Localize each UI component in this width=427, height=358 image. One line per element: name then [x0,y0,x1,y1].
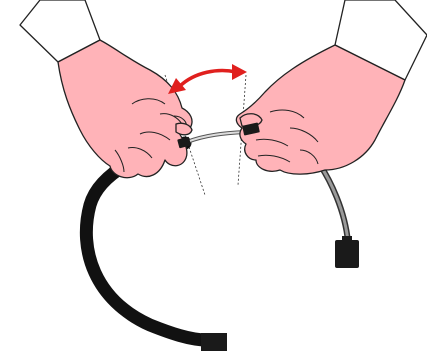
gray-cable-connector [335,240,359,268]
right-cable-sheath [242,122,260,136]
gray-cable [317,163,359,268]
left-cable-sheath [177,136,191,149]
right-cuff [334,0,427,81]
left-palm [57,39,193,179]
black-cable-connector [201,333,227,351]
double-headed-arrow-icon [168,64,247,94]
black-cable [79,136,227,351]
right-hand-icon [235,0,427,175]
left-hand-icon [19,0,193,179]
